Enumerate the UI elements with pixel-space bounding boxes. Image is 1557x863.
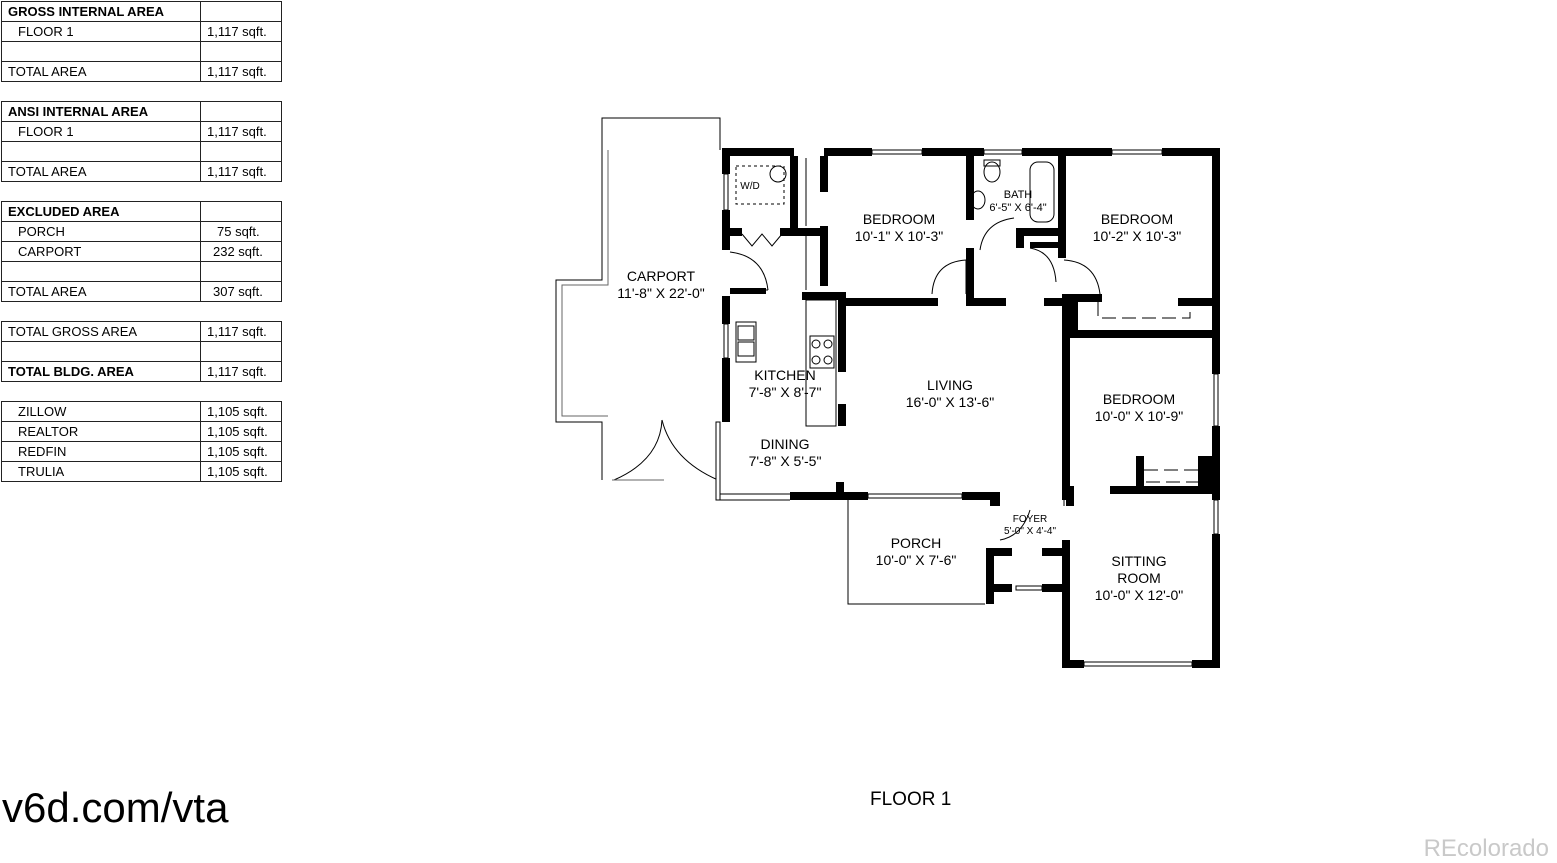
table-cell: TOTAL AREA bbox=[1, 61, 201, 82]
table-cell: 232 sqft. bbox=[200, 241, 282, 262]
room-label-dining: DINING 7'-8" X 5'-5" bbox=[749, 436, 822, 470]
room-dimensions: 10'-0" X 12'-0" bbox=[1094, 587, 1184, 603]
room-label-kitchen: KITCHEN 7'-8" X 8'-7" bbox=[749, 367, 822, 401]
room-dimensions: 10'-2" X 10'-3" bbox=[1092, 228, 1182, 244]
room-name: BATH bbox=[1003, 189, 1033, 201]
table-cell: 1,105 sqft. bbox=[200, 401, 282, 422]
table-cell: 1,117 sqft. bbox=[200, 61, 282, 82]
room-name-line-2: ROOM bbox=[1117, 570, 1161, 586]
table-cell: TRULIA bbox=[1, 461, 201, 482]
room-label-foyer: FOYER 5'-0" X 4'-4" bbox=[1004, 514, 1056, 538]
table-cell: 1,117 sqft. bbox=[200, 161, 282, 182]
carport-outline bbox=[555, 117, 721, 480]
room-label-bedroom-1: BEDROOM 10'-1" X 10'-3" bbox=[855, 211, 943, 245]
carport-door-swing bbox=[613, 419, 663, 481]
table-cell: 1,117 sqft. bbox=[200, 121, 282, 142]
room-name: KITCHEN bbox=[754, 367, 816, 383]
room-label-porch: PORCH 10'-0" X 7'-6" bbox=[876, 535, 957, 569]
room-label-bedroom-3: BEDROOM 10'-0" X 10'-9" bbox=[1095, 391, 1183, 425]
porch-outline bbox=[847, 500, 985, 605]
room-name: W/D bbox=[740, 181, 760, 192]
room-name: BEDROOM bbox=[1102, 391, 1176, 407]
room-dimensions: 10'-0" X 7'-6" bbox=[875, 552, 957, 568]
total-area-table: TOTAL GROSS AREA 1,117 sqft. TOTAL BLDG. … bbox=[1, 321, 282, 382]
room-dimensions: 7'-8" X 8'-7" bbox=[748, 384, 822, 400]
room-dimensions: 10'-0" X 10'-9" bbox=[1094, 408, 1184, 424]
windows bbox=[715, 149, 1219, 667]
table-cell: TOTAL AREA bbox=[1, 161, 201, 182]
floor-caption: FLOOR 1 bbox=[870, 789, 952, 810]
table-cell: TOTAL AREA bbox=[1, 281, 201, 302]
room-dimensions: 7'-8" X 5'-5" bbox=[748, 453, 822, 469]
table-cell: 1,117 sqft. bbox=[200, 361, 282, 382]
table-title: ANSI INTERNAL AREA bbox=[1, 101, 201, 122]
room-label-wd: W/D bbox=[740, 181, 759, 193]
table-cell: 1,105 sqft. bbox=[200, 441, 282, 462]
room-label-bedroom-2: BEDROOM 10'-2" X 10'-3" bbox=[1093, 211, 1181, 245]
table-cell: TOTAL GROSS AREA bbox=[1, 321, 201, 342]
room-name: FOYER bbox=[1012, 514, 1048, 525]
room-label-bath: BATH 6'-5" X 6'-4" bbox=[989, 189, 1046, 215]
room-dimensions: 11'-8" X 22'-0" bbox=[617, 285, 705, 301]
room-dimensions: 5'-0" X 4'-4" bbox=[1003, 526, 1057, 537]
room-label-living: LIVING 16'-0" X 13'-6" bbox=[906, 377, 994, 411]
room-name: LIVING bbox=[927, 377, 973, 393]
room-label-carport: CARPORT 11'-8" X 22'-0" bbox=[617, 268, 704, 302]
watermark: REcolorado bbox=[1423, 835, 1549, 862]
room-name: DINING bbox=[760, 436, 810, 452]
walls bbox=[722, 148, 1220, 668]
table-cell: 307 sqft. bbox=[200, 281, 282, 302]
room-name: PORCH bbox=[890, 535, 942, 551]
table-cell: 1,105 sqft. bbox=[200, 461, 282, 482]
room-name: SITTING bbox=[1111, 553, 1167, 569]
table-cell: TOTAL BLDG. AREA bbox=[1, 361, 201, 382]
room-name: BEDROOM bbox=[862, 211, 936, 227]
room-name: CARPORT bbox=[626, 268, 696, 284]
room-label-sitting-room: SITTING ROOM 10'-0" X 12'-0" bbox=[1095, 553, 1183, 604]
room-name: BEDROOM bbox=[1100, 211, 1174, 227]
doors bbox=[729, 158, 1207, 541]
room-dimensions: 10'-1" X 10'-3" bbox=[854, 228, 944, 244]
room-dimensions: 16'-0" X 13'-6" bbox=[905, 394, 995, 410]
room-dimensions: 6'-5" X 6'-4" bbox=[989, 202, 1047, 214]
source-url: v6d.com/vta bbox=[2, 784, 229, 831]
